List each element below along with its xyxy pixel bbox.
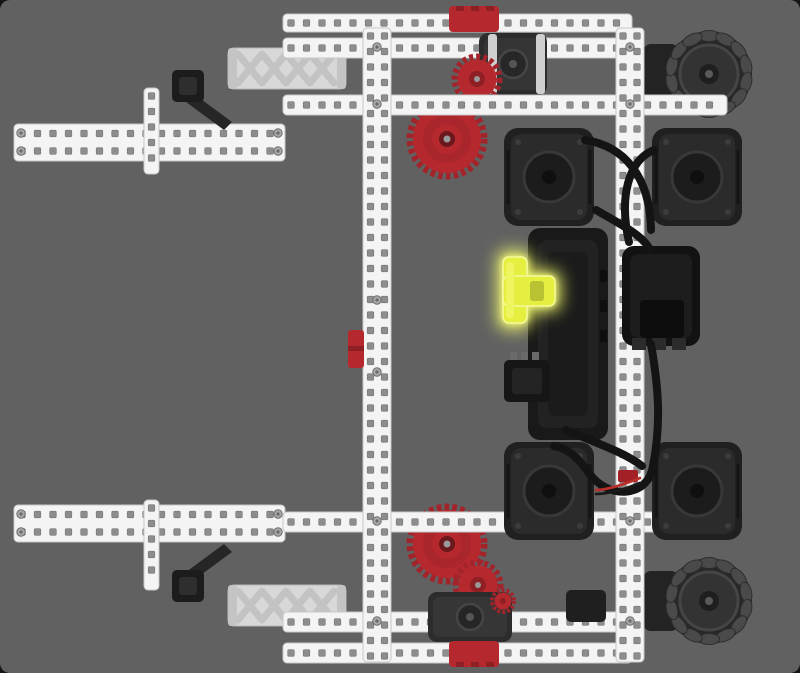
beam-left-post-bottom [143, 499, 160, 591]
smart-motor-bottom-right [652, 442, 742, 540]
radio-module [622, 246, 700, 350]
beam-left-post-top [143, 87, 160, 175]
robot-brain [528, 228, 608, 440]
flat-motor-top-center [479, 33, 547, 95]
bumper-red-top [449, 6, 499, 32]
omni-wheel-bottom-right [643, 557, 753, 645]
smart-motor-bottom-center [504, 442, 594, 540]
beam-top-2 [282, 37, 633, 59]
corner-bracket-top-left [172, 70, 232, 130]
red-gear-tiny-bottom [490, 588, 516, 614]
highlighted-part[interactable] [497, 250, 561, 330]
sensor-box-bottom [566, 590, 606, 622]
smart-motor-top-center [504, 128, 594, 226]
beam-top-3 [282, 94, 728, 116]
smart-motor-top-right [652, 128, 742, 226]
clip-red-left [348, 330, 364, 368]
screws [16, 42, 635, 626]
connector-block-bottom [504, 352, 550, 402]
power-wires [594, 470, 642, 496]
bumper-red-bottom [449, 641, 499, 667]
red-gear-large-top [406, 98, 488, 180]
wheel-rollers [665, 557, 753, 645]
beam-vertical-left [362, 27, 392, 663]
corner-bracket-bottom-left [172, 544, 232, 602]
flat-motor-bottom-center [428, 592, 512, 642]
cables [550, 136, 663, 496]
omni-wheel-top-right [643, 30, 753, 118]
